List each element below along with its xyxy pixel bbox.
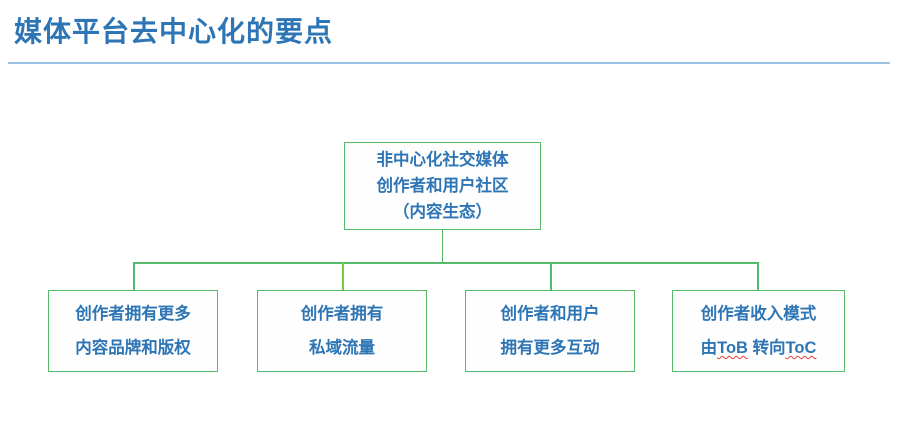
- connector-drop-3: [550, 262, 552, 290]
- title-divider: [8, 62, 890, 64]
- leaf-node-3-line-2: 拥有更多互动: [500, 339, 600, 357]
- page-title: 媒体平台去中心化的要点: [14, 16, 334, 47]
- connector-drop-4: [757, 262, 759, 290]
- leaf-node-2-line-1: 创作者拥有: [300, 305, 384, 323]
- spellcheck-term-tob: ToB: [717, 339, 748, 357]
- connector-horizontal-bus: [133, 262, 758, 264]
- connector-drop-1: [133, 262, 135, 290]
- slide-header: 媒体平台去中心化的要点: [0, 0, 900, 70]
- root-node[interactable]: 非中心化社交媒体 创作者和用户社区 （内容生态）: [344, 142, 541, 230]
- leaf-node-2[interactable]: 创作者拥有 私域流量: [257, 290, 427, 372]
- leaf-node-4-line-2-middle: 转向: [747, 339, 786, 357]
- spellcheck-term-toc: ToC: [785, 339, 817, 357]
- leaf-node-2-line-2: 私域流量: [309, 339, 375, 357]
- leaf-node-4[interactable]: 创作者收入模式 由ToB 转向ToC: [672, 290, 845, 372]
- leaf-node-4-line-1: 创作者收入模式: [700, 305, 817, 323]
- root-node-line-3: （内容生态）: [393, 203, 492, 221]
- leaf-node-3-line-1: 创作者和用户: [500, 305, 600, 323]
- root-node-line-2: 创作者和用户社区: [376, 177, 509, 195]
- leaf-node-4-line-2: 由ToB 转向ToC: [701, 331, 817, 365]
- connector-root-stem: [441, 230, 444, 262]
- connector-drop-2: [342, 262, 344, 290]
- org-chart-diagram: 非中心化社交媒体 创作者和用户社区 （内容生态） 创作者拥有更多 内容品牌和版权…: [0, 70, 900, 428]
- leaf-node-4-line-2-prefix: 由: [700, 339, 718, 357]
- leaf-node-1-line-2: 内容品牌和版权: [75, 339, 191, 357]
- leaf-node-1-line-1: 创作者拥有更多: [75, 305, 191, 323]
- root-node-line-1: 非中心化社交媒体: [376, 151, 509, 169]
- leaf-node-3[interactable]: 创作者和用户 拥有更多互动: [465, 290, 635, 372]
- leaf-node-1[interactable]: 创作者拥有更多 内容品牌和版权: [48, 290, 218, 372]
